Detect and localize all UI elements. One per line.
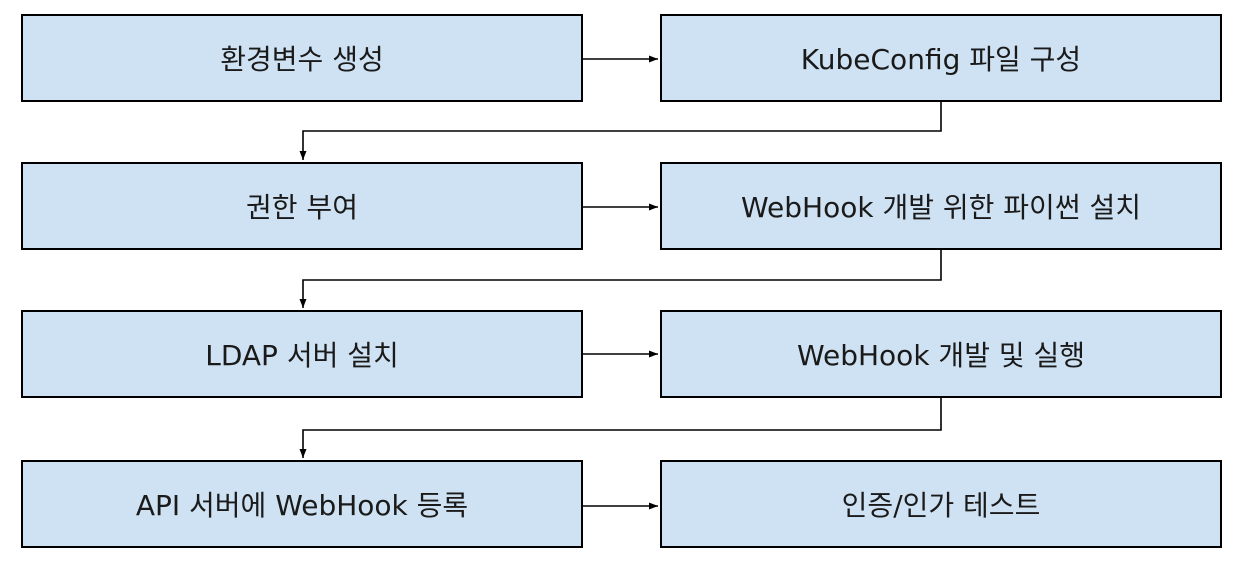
step-install-ldap: LDAP 서버 설치 xyxy=(21,310,583,398)
step-develop-webhook: WebHook 개발 및 실행 xyxy=(660,310,1222,398)
step-install-python: WebHook 개발 위한 파이썬 설치 xyxy=(660,162,1222,250)
step-grant-permissions: 권한 부여 xyxy=(21,162,583,250)
arrow-webhook-to-register xyxy=(299,398,942,458)
step-env-vars: 환경변수 생성 xyxy=(21,14,583,102)
arrow-python-to-ldap xyxy=(299,250,942,308)
step-auth-test: 인증/인가 테스트 xyxy=(660,460,1222,548)
step-kubeconfig: KubeConfig 파일 구성 xyxy=(660,14,1222,102)
arrow-kubeconfig-to-permissions xyxy=(299,102,942,160)
step-register-webhook: API 서버에 WebHook 등록 xyxy=(21,460,583,548)
